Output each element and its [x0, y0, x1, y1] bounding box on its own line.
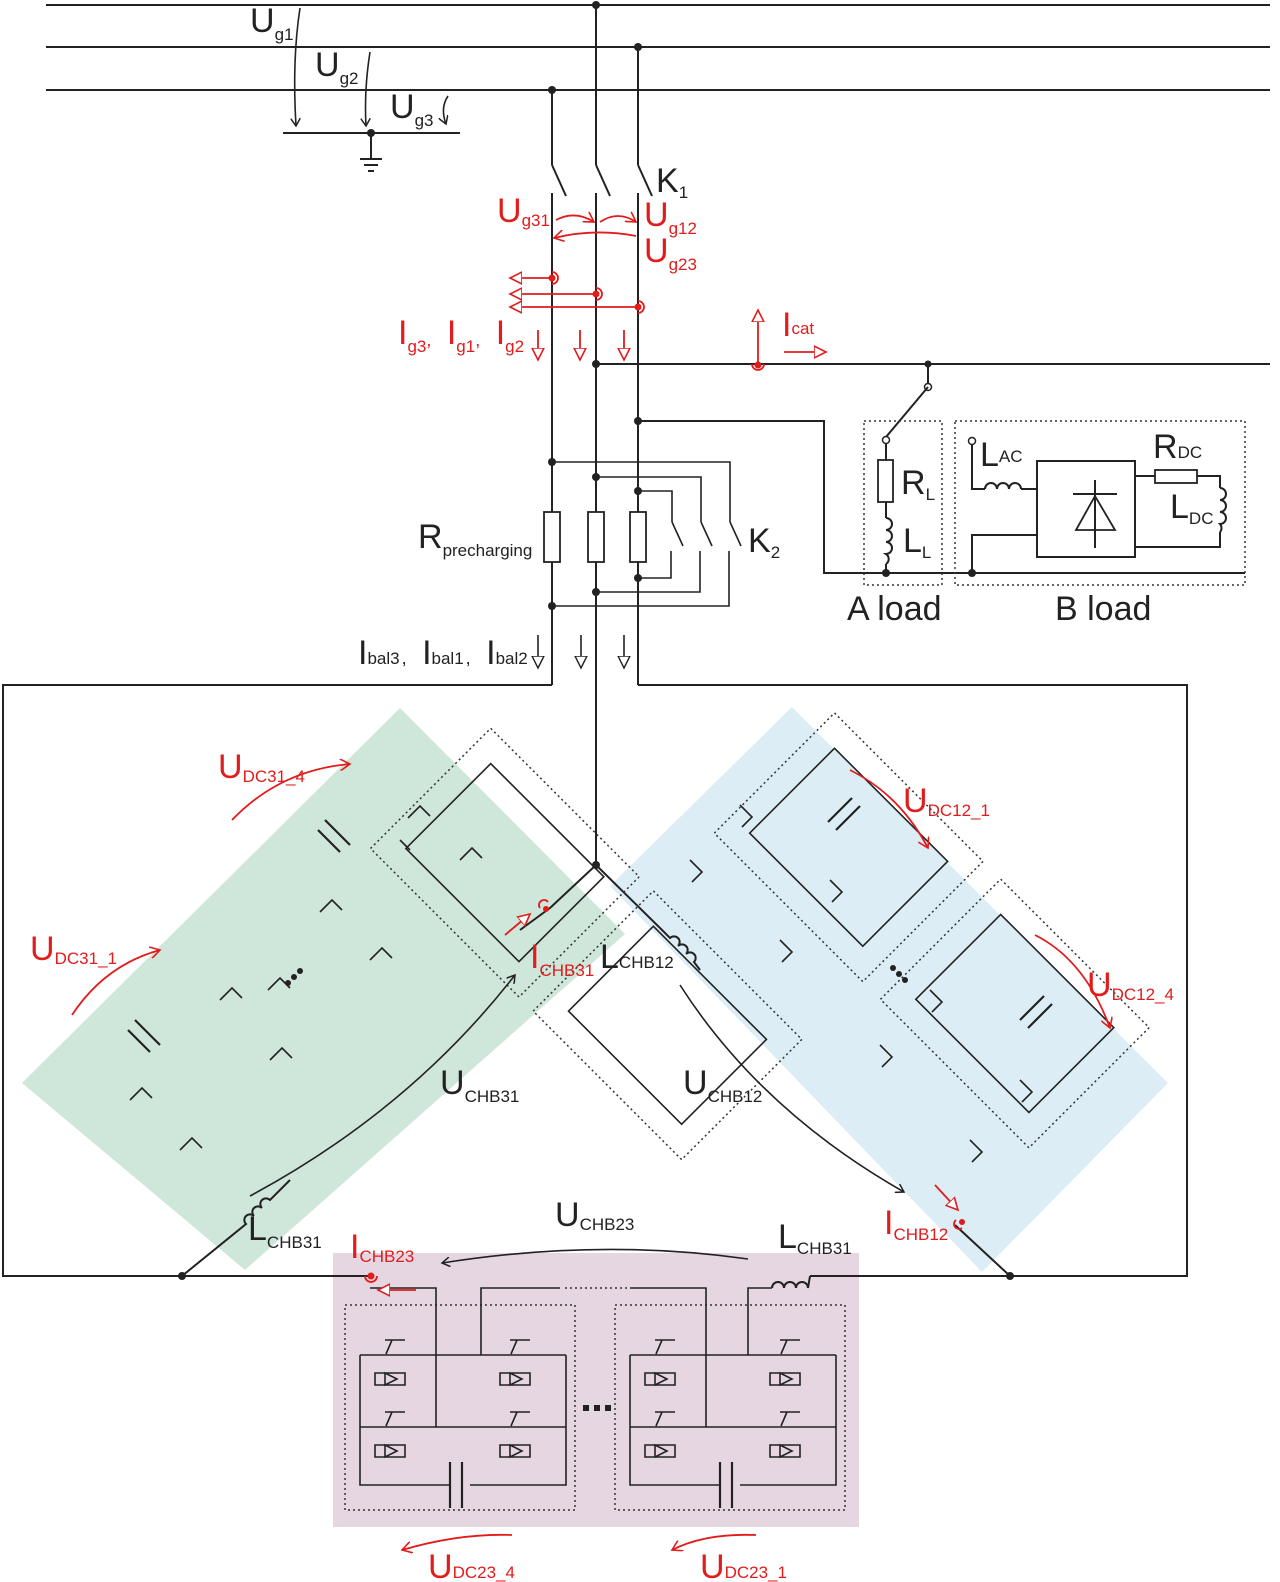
label-ug31: Ug31	[497, 192, 550, 230]
label-balance-currents: Ibal3, Ibal1, Ibal2	[358, 634, 528, 672]
balance-current-arrows	[538, 635, 624, 668]
cluster-23-background	[333, 1253, 859, 1527]
igbt-icons-12	[689, 797, 1053, 1163]
label-ug23: Ug23	[644, 232, 697, 274]
hbridge-module-23-4	[344, 1304, 576, 1511]
cluster-12-background	[610, 707, 1168, 1272]
label-ldc: LDC	[1170, 488, 1213, 528]
label-uchb31: UCHB31	[440, 1064, 519, 1106]
label-ichb12: ICHB12	[884, 1204, 948, 1244]
inductor-ldc-icon	[1217, 487, 1227, 533]
igbt-icons-31	[127, 804, 483, 1151]
label-ichb23: ICHB23	[350, 1228, 414, 1266]
load-selector-switch[interactable]	[885, 364, 933, 438]
label-ug1: Ug1	[250, 2, 293, 44]
cluster-12	[659, 711, 1151, 1277]
label-ichb31: ICHB31	[530, 938, 594, 980]
rectifier-icon	[1036, 460, 1136, 558]
label-ug12: Ug12	[644, 196, 697, 238]
b-load	[954, 420, 1246, 586]
label-lchb23: LCHB31	[778, 1218, 852, 1258]
inductor-ll-icon	[882, 517, 893, 565]
label-lchb12: LCHB12	[600, 938, 674, 976]
label-uchb23: UCHB23	[555, 1196, 634, 1234]
label-a-load: A load	[847, 590, 942, 628]
label-udc12-4: UDC12_4	[1087, 966, 1174, 1004]
return-line	[634, 417, 1245, 574]
label-ll: LL	[903, 522, 931, 562]
inductor-lchb31-icon	[181, 1179, 291, 1277]
grid-current-arrows	[538, 330, 624, 360]
label-udc23-4: UDC23_4	[428, 1548, 515, 1582]
k2-switch[interactable]	[552, 461, 742, 607]
label-icat: Icat	[782, 306, 814, 344]
label-rdc: RDC	[1153, 428, 1202, 466]
label-lac: LAC	[980, 436, 1023, 474]
label-udc31-4: UDC31_4	[218, 748, 305, 786]
phase-wires	[551, 5, 639, 165]
label-rprecharging: Rprecharging	[418, 518, 532, 560]
grid-bus	[46, 1, 1270, 94]
line-voltage-arrows	[554, 215, 636, 238]
k1-switch[interactable]	[551, 164, 653, 197]
label-b-load: B load	[1055, 590, 1151, 628]
label-k1: K1	[656, 162, 688, 202]
hbridge-module-23-1	[614, 1304, 846, 1511]
label-lchb31: LCHB31	[248, 1210, 322, 1252]
label-ug2: Ug2	[315, 46, 358, 88]
precharging-resistors	[543, 458, 647, 610]
label-rl: RL	[901, 464, 935, 504]
catenary-line	[592, 310, 1270, 371]
inductor-lac-icon	[984, 482, 1022, 490]
label-uchb12: UCHB12	[683, 1064, 762, 1106]
ground-icon	[360, 133, 382, 172]
inductor-lchb23-icon	[771, 1275, 811, 1289]
converter-outer-wires	[2, 684, 1188, 1280]
label-grid-currents: Ig3, Ig1, Ig2	[398, 314, 524, 356]
label-k2: K2	[748, 522, 780, 562]
a-load	[863, 420, 943, 586]
cluster-31-background	[22, 708, 625, 1270]
label-udc31-1: UDC31_1	[30, 930, 117, 968]
igbt-icons-23	[374, 1339, 801, 1459]
inductor-lchb12-icon	[659, 927, 701, 971]
label-udc23-1: UDC23_1	[700, 1548, 787, 1582]
cluster-23	[344, 1248, 846, 1550]
grid-current-sensors	[510, 272, 645, 313]
label-udc12-1: UDC12_1	[903, 782, 990, 820]
label-ug3: Ug3	[390, 88, 433, 130]
